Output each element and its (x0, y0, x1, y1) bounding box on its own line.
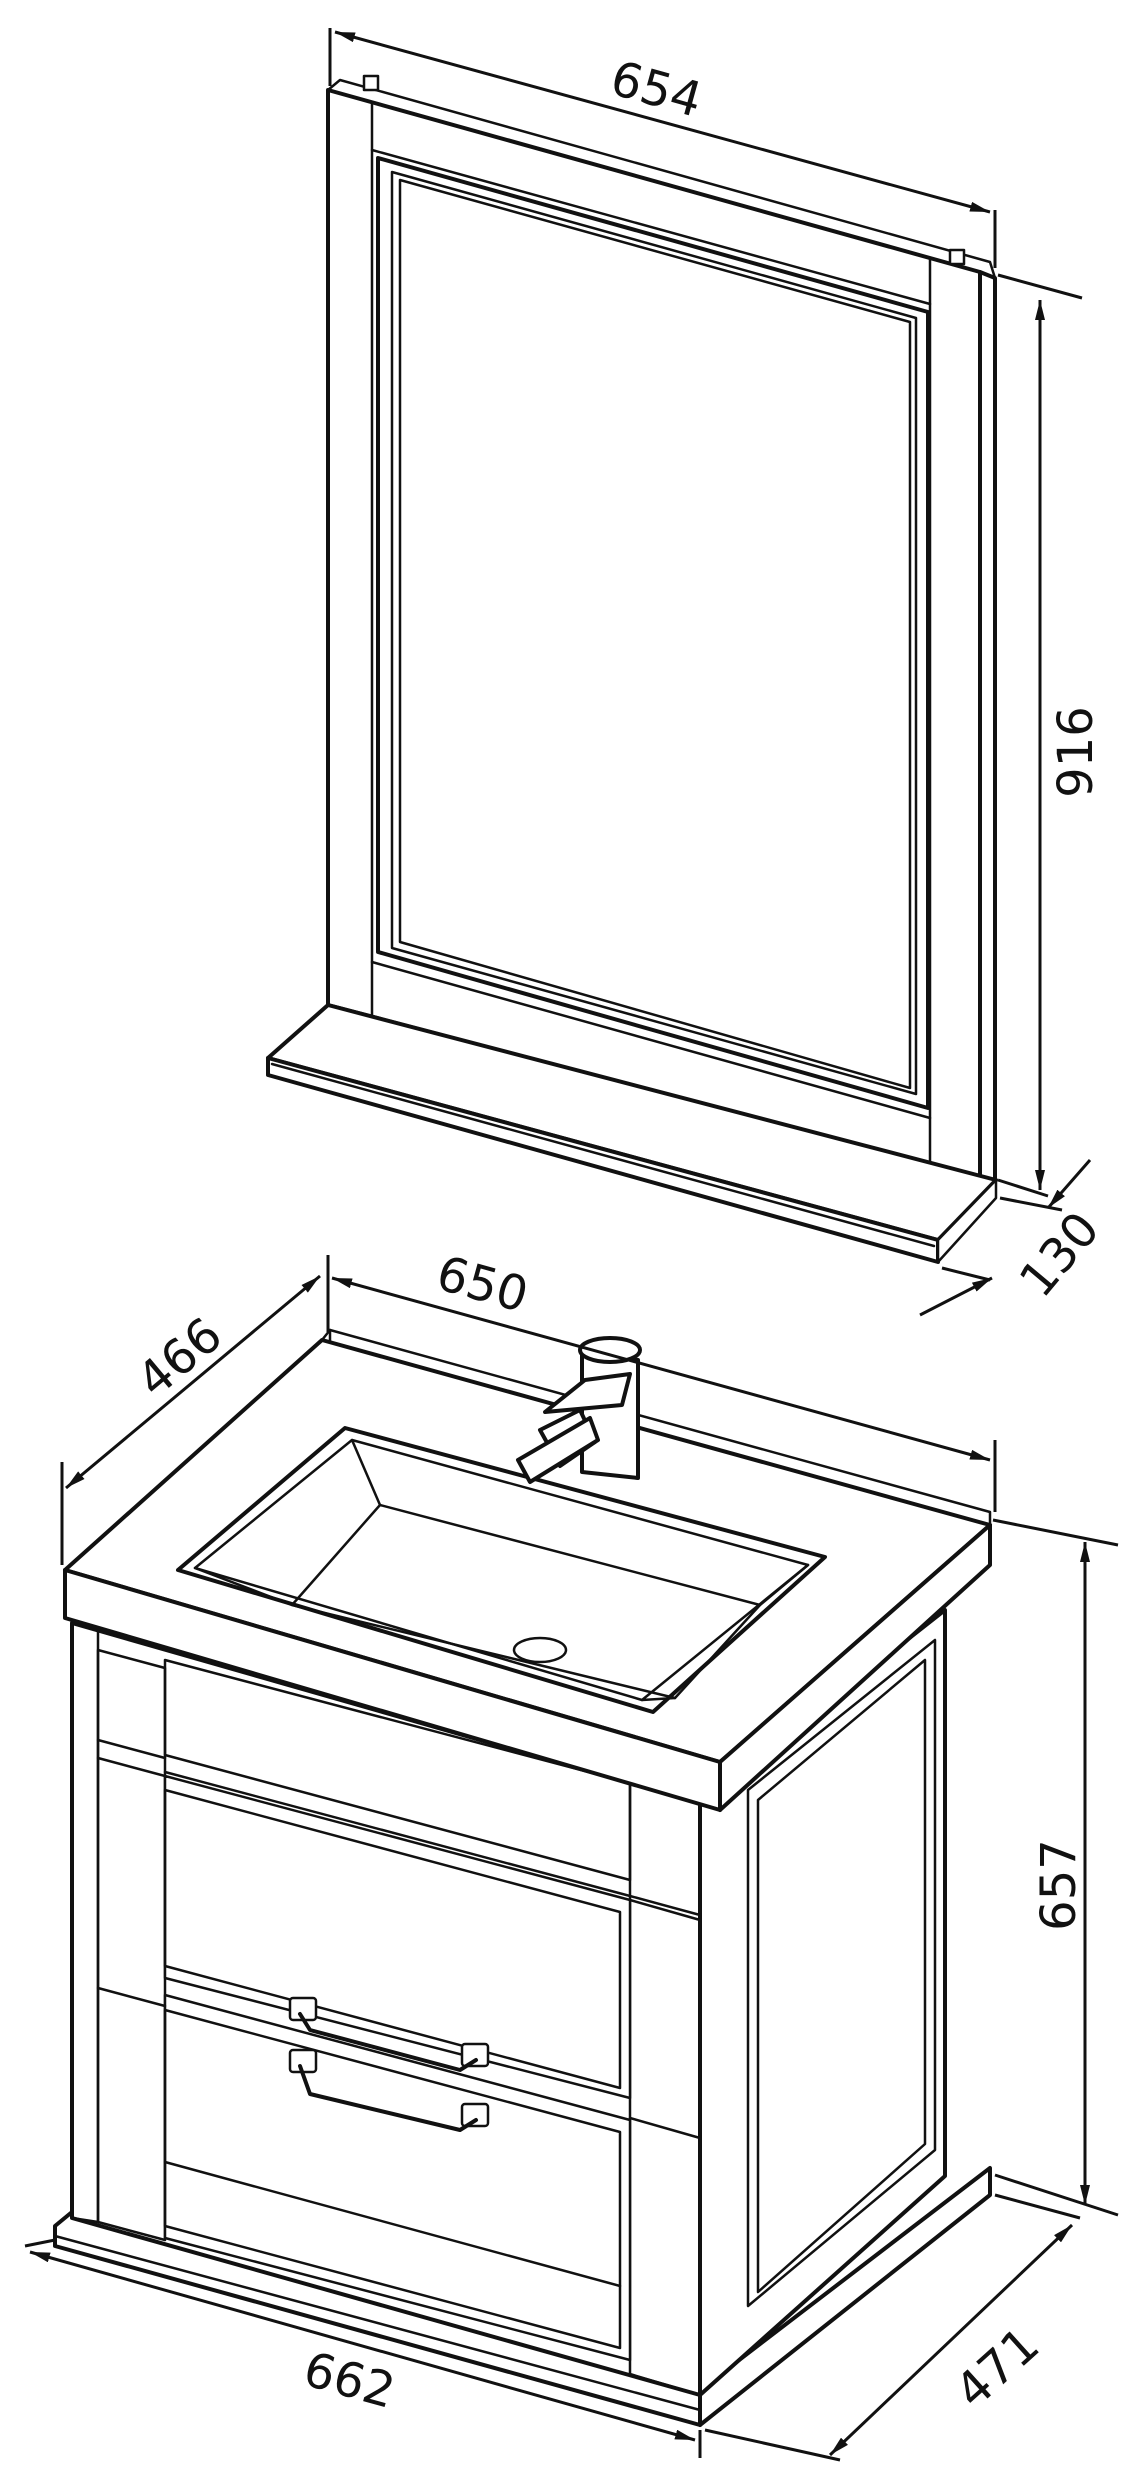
mirror (266, 74, 998, 1264)
drawer-handle-bottom (288, 2048, 490, 2132)
vanity-cabinet (53, 1328, 992, 2427)
dim-cabinet-height: 657 (992, 1518, 1119, 2217)
dim-label-mirror-width: 654 (605, 50, 708, 128)
dim-label-sink-depth: 466 (127, 1307, 233, 1409)
basin-drain (512, 1636, 568, 1664)
dim-mirror-height: 916 (997, 273, 1104, 1198)
dim-label-sink-width: 650 (431, 1245, 534, 1323)
mirror-frame-side (978, 270, 997, 1182)
dim-label-mirror-height: 916 (1048, 706, 1104, 798)
bracket-right (948, 248, 966, 266)
dim-label-cabinet-height: 657 (1031, 1839, 1087, 1931)
drawer-handle-top (288, 1996, 490, 2072)
dim-label-shelf-depth: 130 (1009, 1202, 1111, 1308)
bracket-left (362, 74, 380, 92)
mirror-glass (376, 156, 930, 1110)
